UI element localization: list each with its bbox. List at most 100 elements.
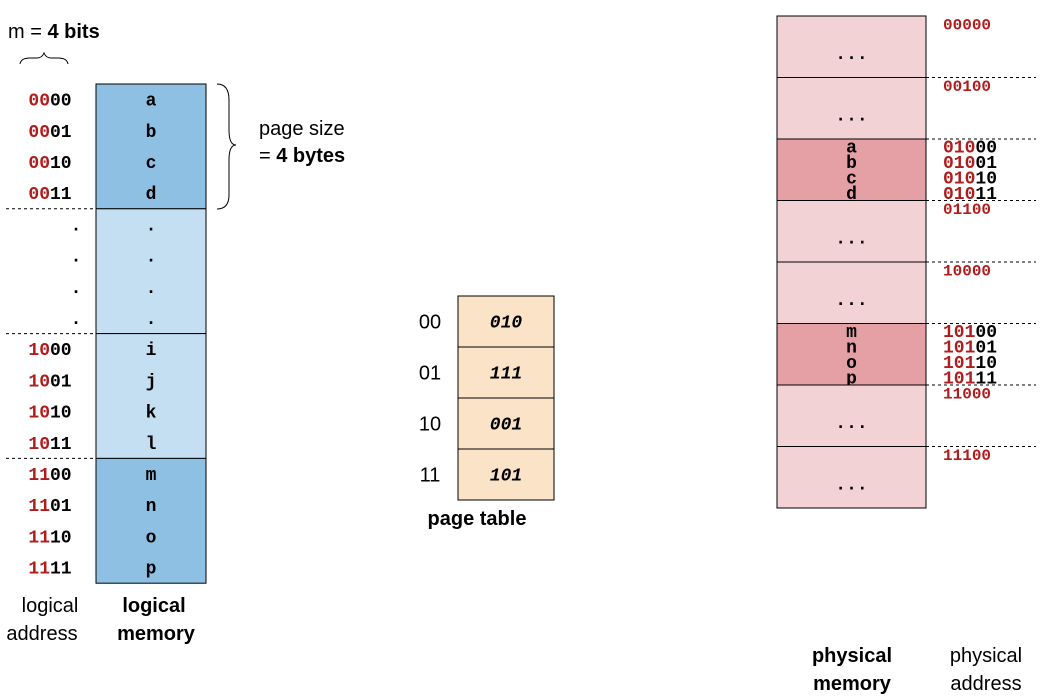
page-size-label-value: 4 bytes	[276, 145, 345, 167]
physical-memory-cell: ...	[835, 475, 867, 495]
physical-address: 00000	[943, 17, 991, 35]
physical-address: 10100	[943, 323, 997, 343]
offset-bits: 00	[972, 447, 991, 465]
frame-number: 010	[490, 314, 523, 334]
offset-bits: 01	[975, 339, 997, 359]
logical-memory-cell: .	[146, 310, 157, 330]
frame-number-bits: 101	[943, 354, 976, 374]
physical-memory-cell: ...	[835, 414, 867, 434]
frame-number-bits: 010	[943, 169, 975, 189]
page-number-bits: 00	[28, 154, 50, 174]
physical-address: 00100	[943, 78, 991, 96]
logical-address: .	[71, 248, 82, 268]
offset-bits: 10	[975, 169, 997, 189]
logical-memory: a0000b0001c0010d0011........i1000j1001k1…	[6, 83, 207, 584]
logical-memory-caption-line1: logical	[122, 595, 185, 617]
logical-memory-cell: m	[146, 466, 157, 486]
page-table-entry	[457, 448, 555, 501]
offset-bits: 11	[50, 560, 72, 580]
frame-number-bits: 110	[943, 386, 972, 404]
logical-address: 0010	[28, 154, 71, 174]
physical-memory-cell: ...	[835, 45, 867, 65]
offset-bits: 00	[972, 78, 991, 96]
logical-address: 1101	[28, 497, 71, 517]
physical-address: 10000	[943, 263, 991, 281]
logical-page-11	[95, 457, 207, 584]
physical-address: 10101	[943, 339, 997, 359]
offset-bits: 11	[50, 435, 72, 455]
physical-memory-caption-line1: physical	[812, 645, 892, 667]
logical-memory-caption-line2: memory	[117, 623, 196, 645]
page-size-label-line2: = 4 bytes	[259, 145, 345, 167]
offset-bits: 11	[50, 185, 72, 205]
offset-bits: 10	[975, 354, 997, 374]
logical-memory-cell: d	[146, 185, 157, 205]
page-table-entry	[457, 397, 555, 450]
physical-memory-cell: b	[846, 154, 857, 174]
page-number-bits: 11	[28, 497, 50, 517]
page-table-index: 01	[419, 363, 441, 385]
logical-memory-cell: b	[146, 123, 157, 143]
page-table-index: 11	[420, 465, 441, 487]
logical-address: 1000	[28, 341, 71, 361]
physical-memory-caption-line2: memory	[813, 673, 892, 695]
frame-number: 111	[490, 365, 522, 385]
physical-frame-5	[776, 323, 927, 386]
frame-number-bits: 111	[943, 447, 972, 465]
physical-memory-cell: ...	[835, 106, 867, 126]
logical-memory-cell: i	[146, 341, 157, 361]
physical-address: 01011	[943, 185, 997, 205]
page-number-bits: 11	[28, 560, 50, 580]
physical-memory-cell: o	[846, 354, 857, 374]
physical-address: 11000	[943, 386, 991, 404]
logical-address: 1011	[28, 435, 71, 455]
offset-bits: 01	[50, 372, 72, 392]
logical-memory-cell: n	[146, 497, 157, 517]
offset-bits: 00	[975, 139, 997, 159]
physical-memory-cell: ...	[835, 291, 867, 311]
physical-address: 01001	[943, 154, 997, 174]
page-size-label-prefix: =	[259, 145, 276, 167]
logical-address-caption-line1: logical	[22, 595, 79, 617]
logical-memory-cell: p	[146, 560, 157, 580]
offset-bits: 10	[50, 404, 72, 424]
physical-frame-1	[776, 77, 927, 140]
logical-address: 0000	[28, 92, 71, 112]
logical-address: .	[71, 279, 82, 299]
logical-memory-cell: .	[146, 216, 157, 236]
physical-memory-cell: a	[846, 139, 857, 159]
offset-bits: 10	[50, 528, 72, 548]
physical-frame-3	[776, 200, 927, 263]
physical-memory-cell: ...	[835, 229, 867, 249]
logical-address: 0011	[28, 185, 71, 205]
page-number-bits: 10	[28, 404, 50, 424]
physical-address: 10110	[943, 354, 997, 374]
logical-address: .	[71, 310, 82, 330]
physical-memory-cell: m	[846, 323, 857, 343]
logical-memory-cell: o	[146, 528, 157, 548]
offset-bits: 00	[972, 17, 991, 35]
page-size-brace	[216, 83, 237, 210]
address-bits-label: m = 4 bits	[8, 21, 100, 43]
frame-number-bits: 101	[943, 323, 976, 343]
offset-bits: 11	[975, 369, 997, 389]
offset-bits: 00	[50, 92, 72, 112]
physical-address: 01100	[943, 201, 991, 219]
logical-memory-cell: k	[146, 404, 157, 424]
physical-address: 10111	[943, 369, 997, 389]
logical-address: 1111	[28, 560, 71, 580]
logical-memory-cell: l	[146, 435, 157, 455]
frame-number-bits: 001	[943, 78, 972, 96]
frame-number-bits: 101	[943, 339, 976, 359]
physical-memory-cell: c	[846, 169, 857, 189]
offset-bits: 01	[50, 123, 72, 143]
physical-address: 01010	[943, 169, 997, 189]
offset-bits: 00	[972, 263, 991, 281]
physical-memory-cell: n	[846, 339, 857, 359]
offset-bits: 11	[975, 185, 997, 205]
physical-address: 11100	[943, 447, 991, 465]
page-number-bits: 00	[28, 185, 50, 205]
frame-number-bits: 011	[943, 201, 972, 219]
logical-address-caption-line2: address	[6, 623, 77, 645]
